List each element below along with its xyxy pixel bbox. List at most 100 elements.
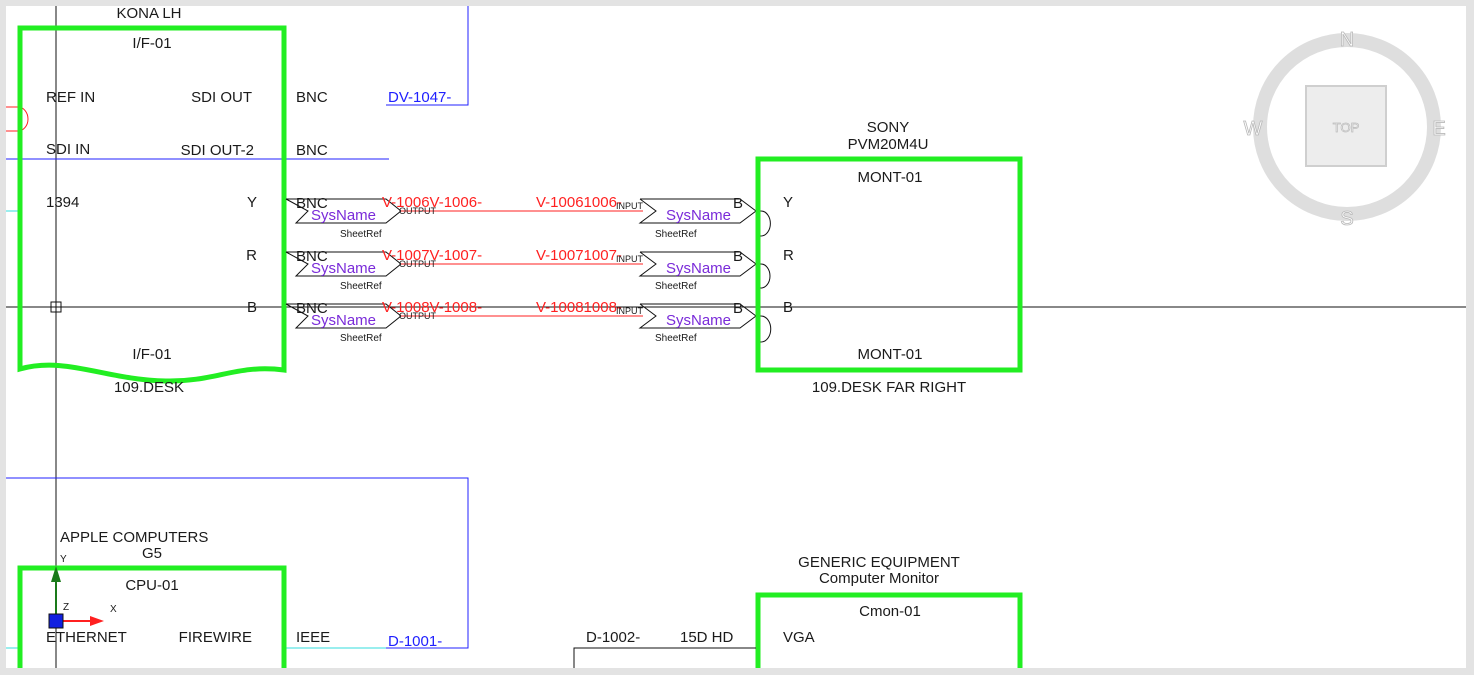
cable-dv-1047[interactable]: DV-1047- [388,89,451,106]
viewcube-top-label: TOP [1333,120,1360,135]
device-generic[interactable]: GENERIC EQUIPMENT Computer Monitor Cmon-… [755,554,1023,668]
compass-e[interactable]: E [1432,118,1446,141]
cable-y-out[interactable]: V-1006V-1006- [382,194,482,211]
cable-b-in[interactable]: V-10081008- [536,299,622,316]
sysname-y-in: SysName [666,207,731,224]
kona-input-ref-in[interactable]: REF IN [46,89,95,106]
generic-manufacturer: GENERIC EQUIPMENT [798,554,960,571]
sheetref-b-in: SheetRef [655,333,697,344]
kona-output-sdi-out2[interactable]: SDI OUT-2 [181,142,254,159]
sysname-r-out: SysName [311,260,376,277]
device-kona[interactable]: KONA LH I/F-01 REF IN SDI IN 1394 SDI OU… [17,6,287,396]
ucs-x-label: X [110,604,117,615]
sony-input-y[interactable]: Y [783,194,793,211]
apple-model: G5 [142,545,162,562]
compass-w[interactable]: W [1243,118,1263,141]
apple-tag-top: CPU-01 [125,577,178,594]
apple-port-ethernet[interactable]: ETHERNET [46,629,127,646]
compass-n[interactable]: N [1339,29,1354,52]
ucs-icon: Y Z X [48,554,117,629]
b-loop [756,315,772,343]
connector-mont-b: B [733,300,743,317]
sysname-y-out: SysName [311,207,376,224]
viewcube[interactable]: TOP N S E W [1243,29,1446,231]
output-b: OUTPUT [399,311,437,321]
sheetref-r-out: SheetRef [340,281,382,292]
kona-output-sdi-out[interactable]: SDI OUT [191,89,252,106]
wire-vga [573,647,756,668]
cable-r-out[interactable]: V-1007V-1007- [382,247,482,264]
connector-ieee[interactable]: IEEE [296,629,330,646]
sysname-b-in: SysName [666,312,731,329]
sony-tag-bottom: MONT-01 [857,346,922,363]
sheetref-y-in: SheetRef [655,229,697,240]
offsheet-y-in [638,198,757,224]
viewcube-top-face[interactable] [1305,85,1387,167]
sony-model: PVM20M4U [848,136,929,153]
generic-tag-top: Cmon-01 [859,603,921,620]
generic-model: Computer Monitor [819,570,939,587]
compass-ring[interactable] [1253,33,1441,221]
sony-input-b[interactable]: B [783,299,793,316]
cable-r-in[interactable]: V-10071007- [536,247,622,264]
signal-row-r[interactable]: BNC V-1007V-1007- V-10071007- SysName OU… [285,247,771,292]
output-y: OUTPUT [399,206,437,216]
apple-outline[interactable] [17,565,287,668]
device-apple[interactable]: APPLE COMPUTERS G5 CPU-01 ETHERNET FIREW… [17,529,287,668]
ucs-z-label: Z [63,602,69,613]
schematic-canvas[interactable]: KONA LH I/F-01 REF IN SDI IN 1394 SDI OU… [6,6,1466,668]
signal-row-y[interactable]: BNC V-1006V-1006- V-10061006- SysName OU… [285,194,771,240]
ref-in-loop [6,106,29,132]
cable-y-in[interactable]: V-10061006- [536,194,622,211]
frame-line-top [386,6,469,106]
sony-location: 109.DESK FAR RIGHT [812,379,966,396]
input-y: INPUT [616,201,644,211]
connector-mont-y: B [733,195,743,212]
connector-sdi-out2[interactable]: BNC [296,142,328,159]
connector-mont-r: B [733,248,743,265]
generic-input-vga[interactable]: VGA [783,629,815,646]
sysname-b-out: SysName [311,312,376,329]
generic-outline[interactable] [755,592,1023,668]
sheetref-y-out: SheetRef [340,229,382,240]
kona-output-b[interactable]: B [247,299,257,316]
sony-outline[interactable] [755,156,1023,373]
sony-input-r[interactable]: R [783,247,794,264]
kona-location: 109.DESK [114,379,184,396]
offsheet-b-in [638,303,757,329]
compass-s[interactable]: S [1340,208,1354,231]
sony-tag-top: MONT-01 [857,169,922,186]
kona-tag-bottom: I/F-01 [132,346,171,363]
cable-d-1001[interactable]: D-1001- [388,633,442,650]
sheetref-r-in: SheetRef [655,281,697,292]
offsheet-r-out [285,251,402,277]
kona-outline[interactable] [17,25,287,384]
output-r: OUTPUT [399,259,437,269]
kona-manufacturer: KONA LH [116,6,181,22]
kona-input-1394[interactable]: 1394 [46,194,79,211]
y-loop [756,210,771,237]
connector-15d-hd[interactable]: 15D HD [680,629,734,646]
kona-tag-top: I/F-01 [132,35,171,52]
drawing-viewport[interactable]: KONA LH I/F-01 REF IN SDI IN 1394 SDI OU… [6,6,1466,668]
frame-line-bottom [6,477,469,649]
kona-output-r[interactable]: R [246,247,257,264]
kona-input-sdi-in[interactable]: SDI IN [46,141,90,158]
kona-output-y[interactable]: Y [247,194,257,211]
apple-port-firewire[interactable]: FIREWIRE [179,629,252,646]
ucs-y-arrow [51,566,61,582]
ucs-y-label: Y [60,554,67,565]
input-b: INPUT [616,306,644,316]
signal-row-b[interactable]: BNC V-1008V-1008- V-10081008- SysName OU… [285,299,772,344]
r-loop [756,263,771,289]
connector-sdi-out[interactable]: BNC [296,89,328,106]
sysname-r-in: SysName [666,260,731,277]
sheetref-b-out: SheetRef [340,333,382,344]
cable-d-1002[interactable]: D-1002- [586,629,640,646]
device-sony[interactable]: SONY PVM20M4U MONT-01 Y R B MONT-01 109.… [755,119,1023,396]
sony-manufacturer: SONY [867,119,910,136]
crosshair-pickbox [50,301,62,313]
cable-b-out[interactable]: V-1008V-1008- [382,299,482,316]
offsheet-y-out [285,198,402,224]
ucs-x-arrow [90,616,104,626]
